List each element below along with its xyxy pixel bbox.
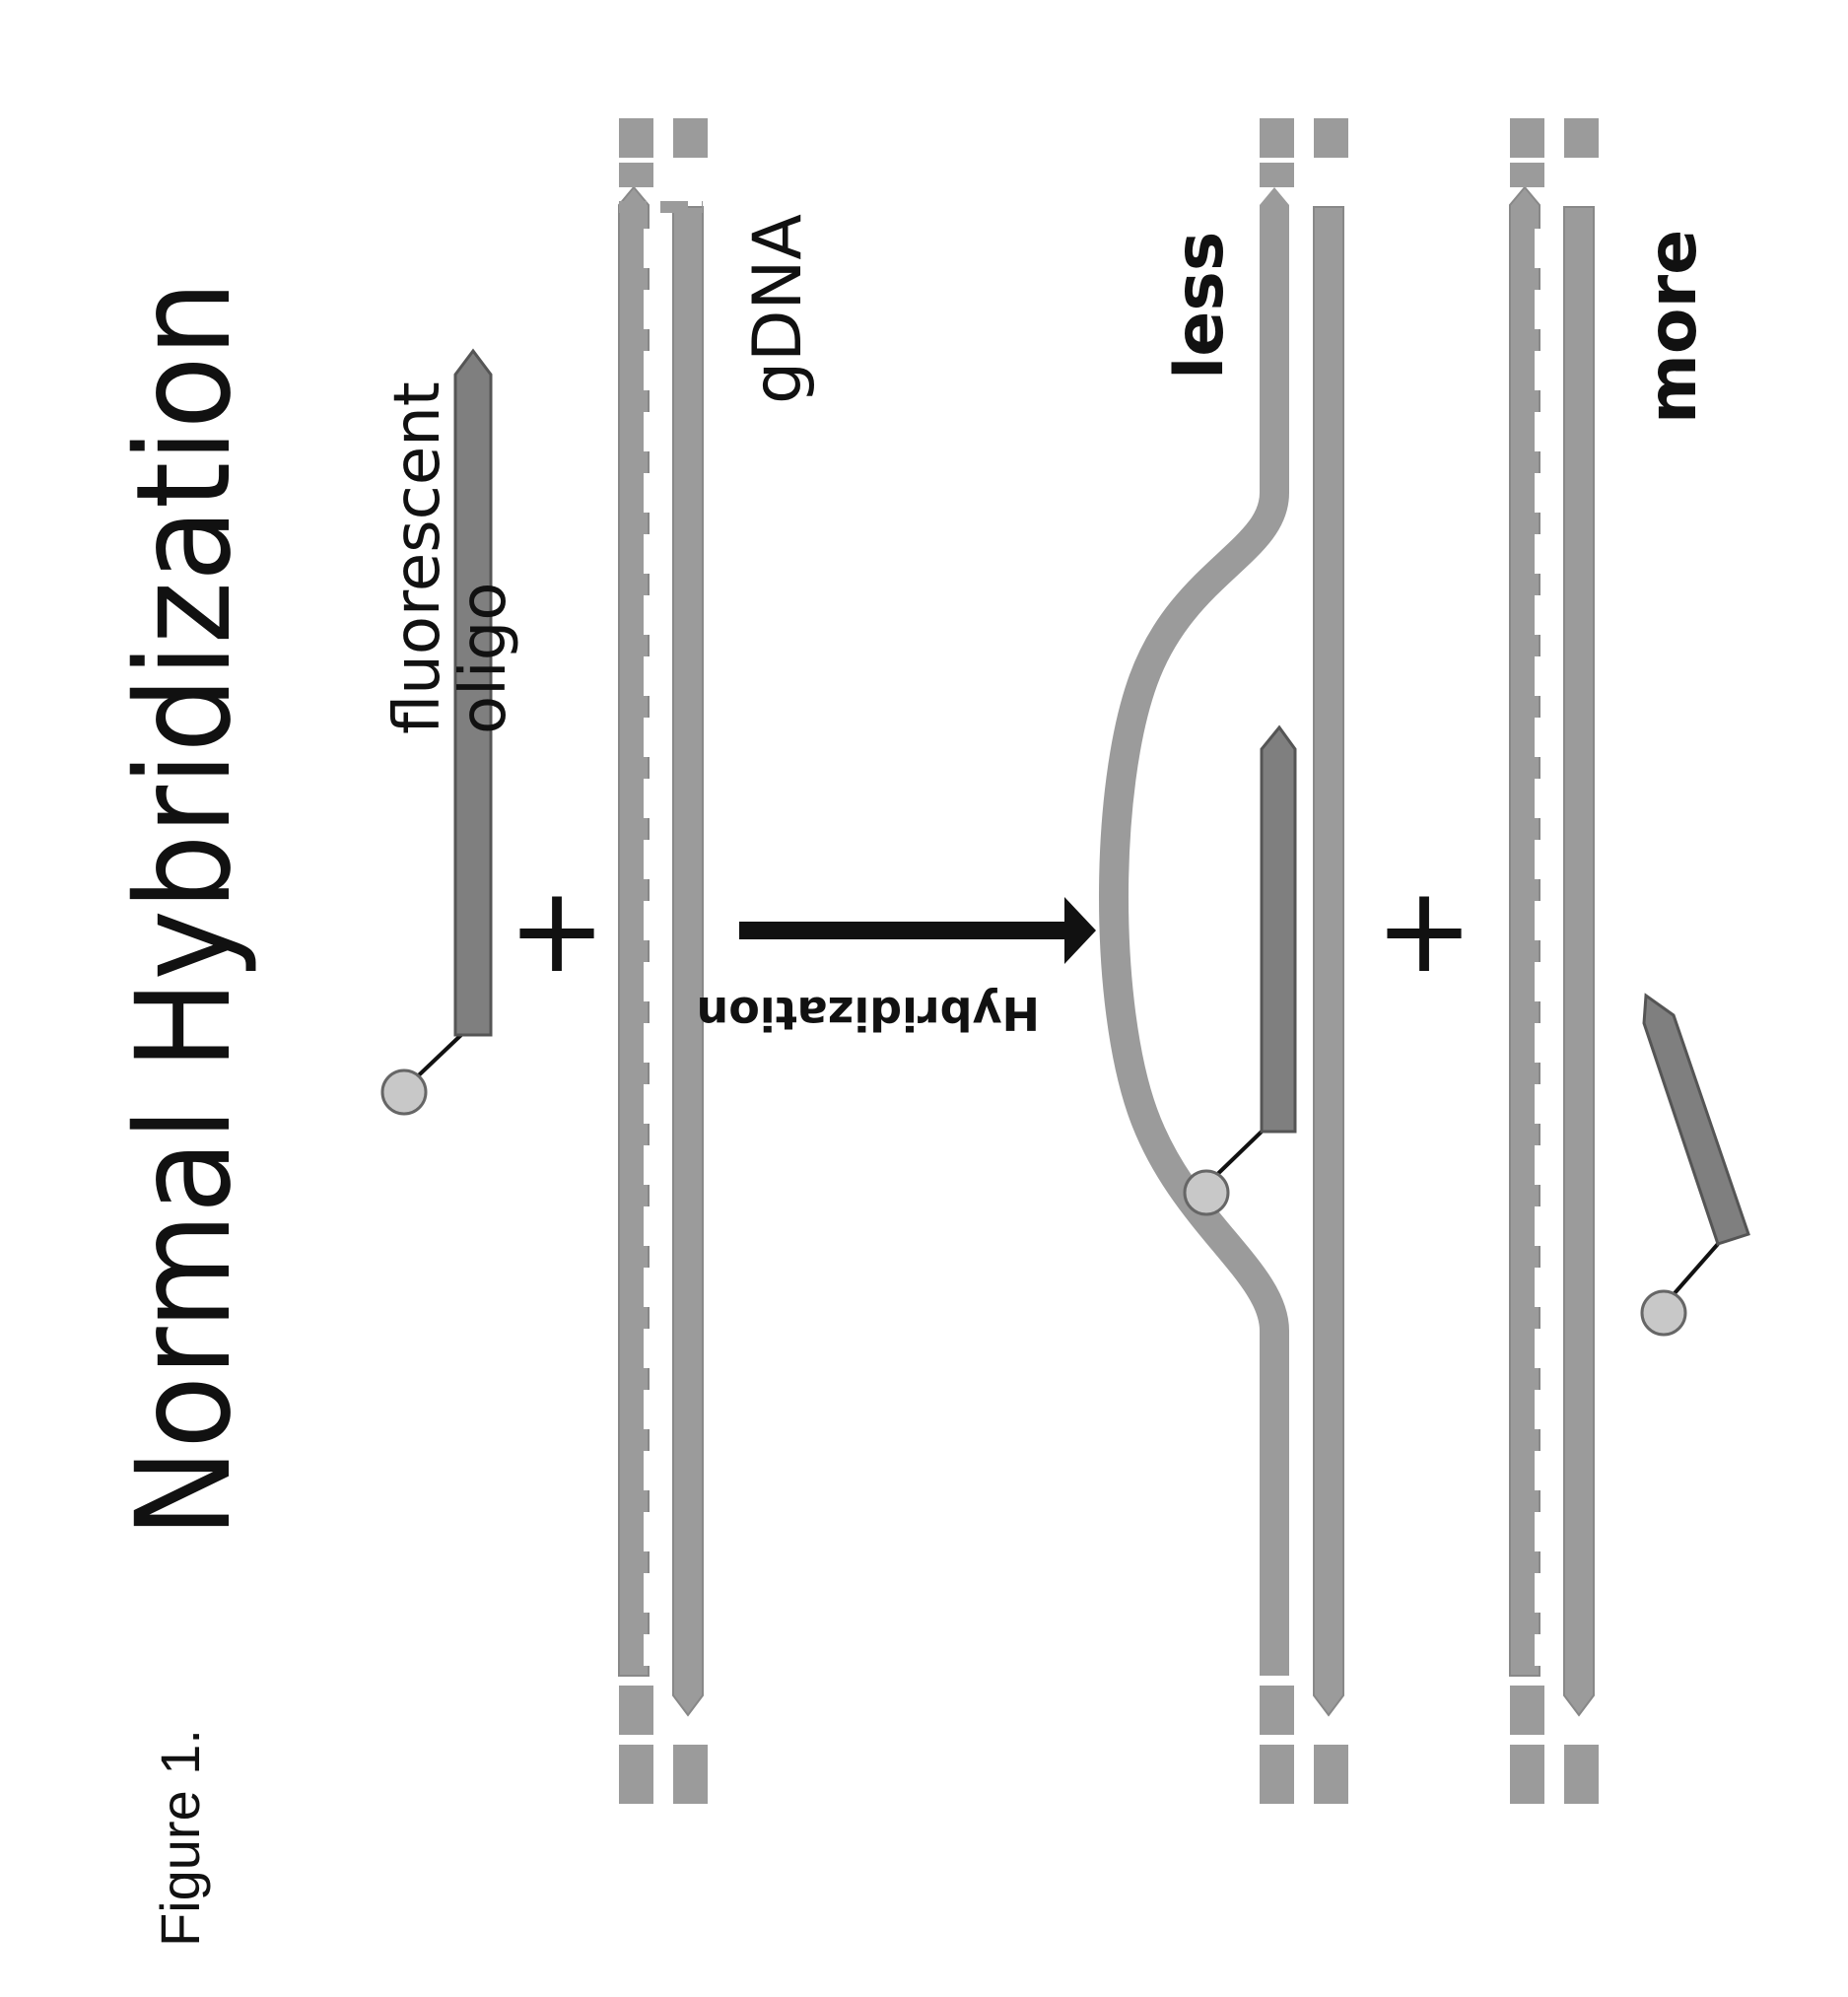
figure-title: Normal Hybridization <box>108 281 260 1538</box>
hybridization-arrow-label: Hybridization <box>697 987 1040 1040</box>
plus-sign-2: + <box>1375 862 1474 999</box>
free-fluorophore-bead <box>1642 1291 1685 1335</box>
figure-label: Figure 1. <box>149 1729 211 1947</box>
hybridized-fluorophore-bead <box>1185 1171 1228 1214</box>
gdna-label: gDNA <box>739 214 817 404</box>
less-label: less <box>1161 232 1239 379</box>
plus-sign: + <box>508 862 607 999</box>
gdna-duplex-bottom <box>1510 118 1599 1804</box>
free-oligo-bar <box>1644 996 1748 1244</box>
fluorophore-bead <box>382 1070 426 1114</box>
hybridization-arrow <box>739 897 1096 964</box>
more-label: more <box>1634 230 1712 424</box>
probe-label-line2: oligo <box>447 583 520 735</box>
free-oligo <box>1642 996 1748 1335</box>
probe-label-line1: fluorescent <box>381 381 454 734</box>
hybridized-oligo-bar <box>1262 727 1295 1132</box>
gdna-duplex-top <box>619 118 708 1804</box>
